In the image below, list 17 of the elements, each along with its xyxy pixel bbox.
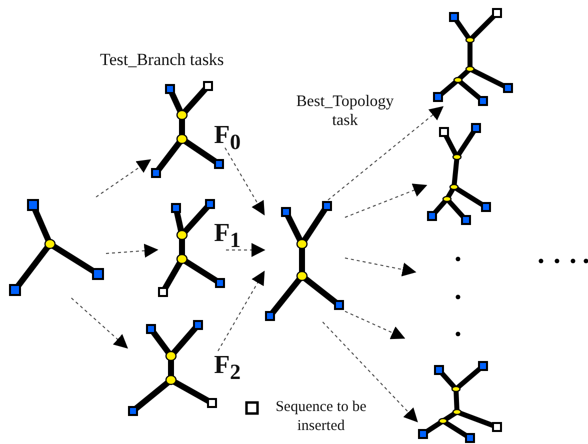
legend-text: Sequence to be inserted: [274, 398, 368, 436]
arrow: [344, 310, 406, 340]
arrow: [344, 184, 428, 218]
arrow: [70, 298, 128, 349]
group-label: Test_Branch tasks: [100, 50, 224, 70]
arrow: [106, 244, 158, 258]
arrow: [218, 270, 265, 352]
edge-label: F$_{0}$: [214, 122, 241, 154]
arrow: [328, 106, 444, 200]
arrow: [96, 159, 152, 198]
edge-label: F$_{1}$: [214, 220, 241, 252]
edge-label: F$_{2}$: [214, 352, 241, 384]
arrow: [344, 258, 416, 276]
arrow: [226, 243, 266, 257]
arrow: [322, 322, 418, 422]
group-label: Best_Topology task: [295, 92, 395, 130]
arrow: [224, 147, 265, 216]
